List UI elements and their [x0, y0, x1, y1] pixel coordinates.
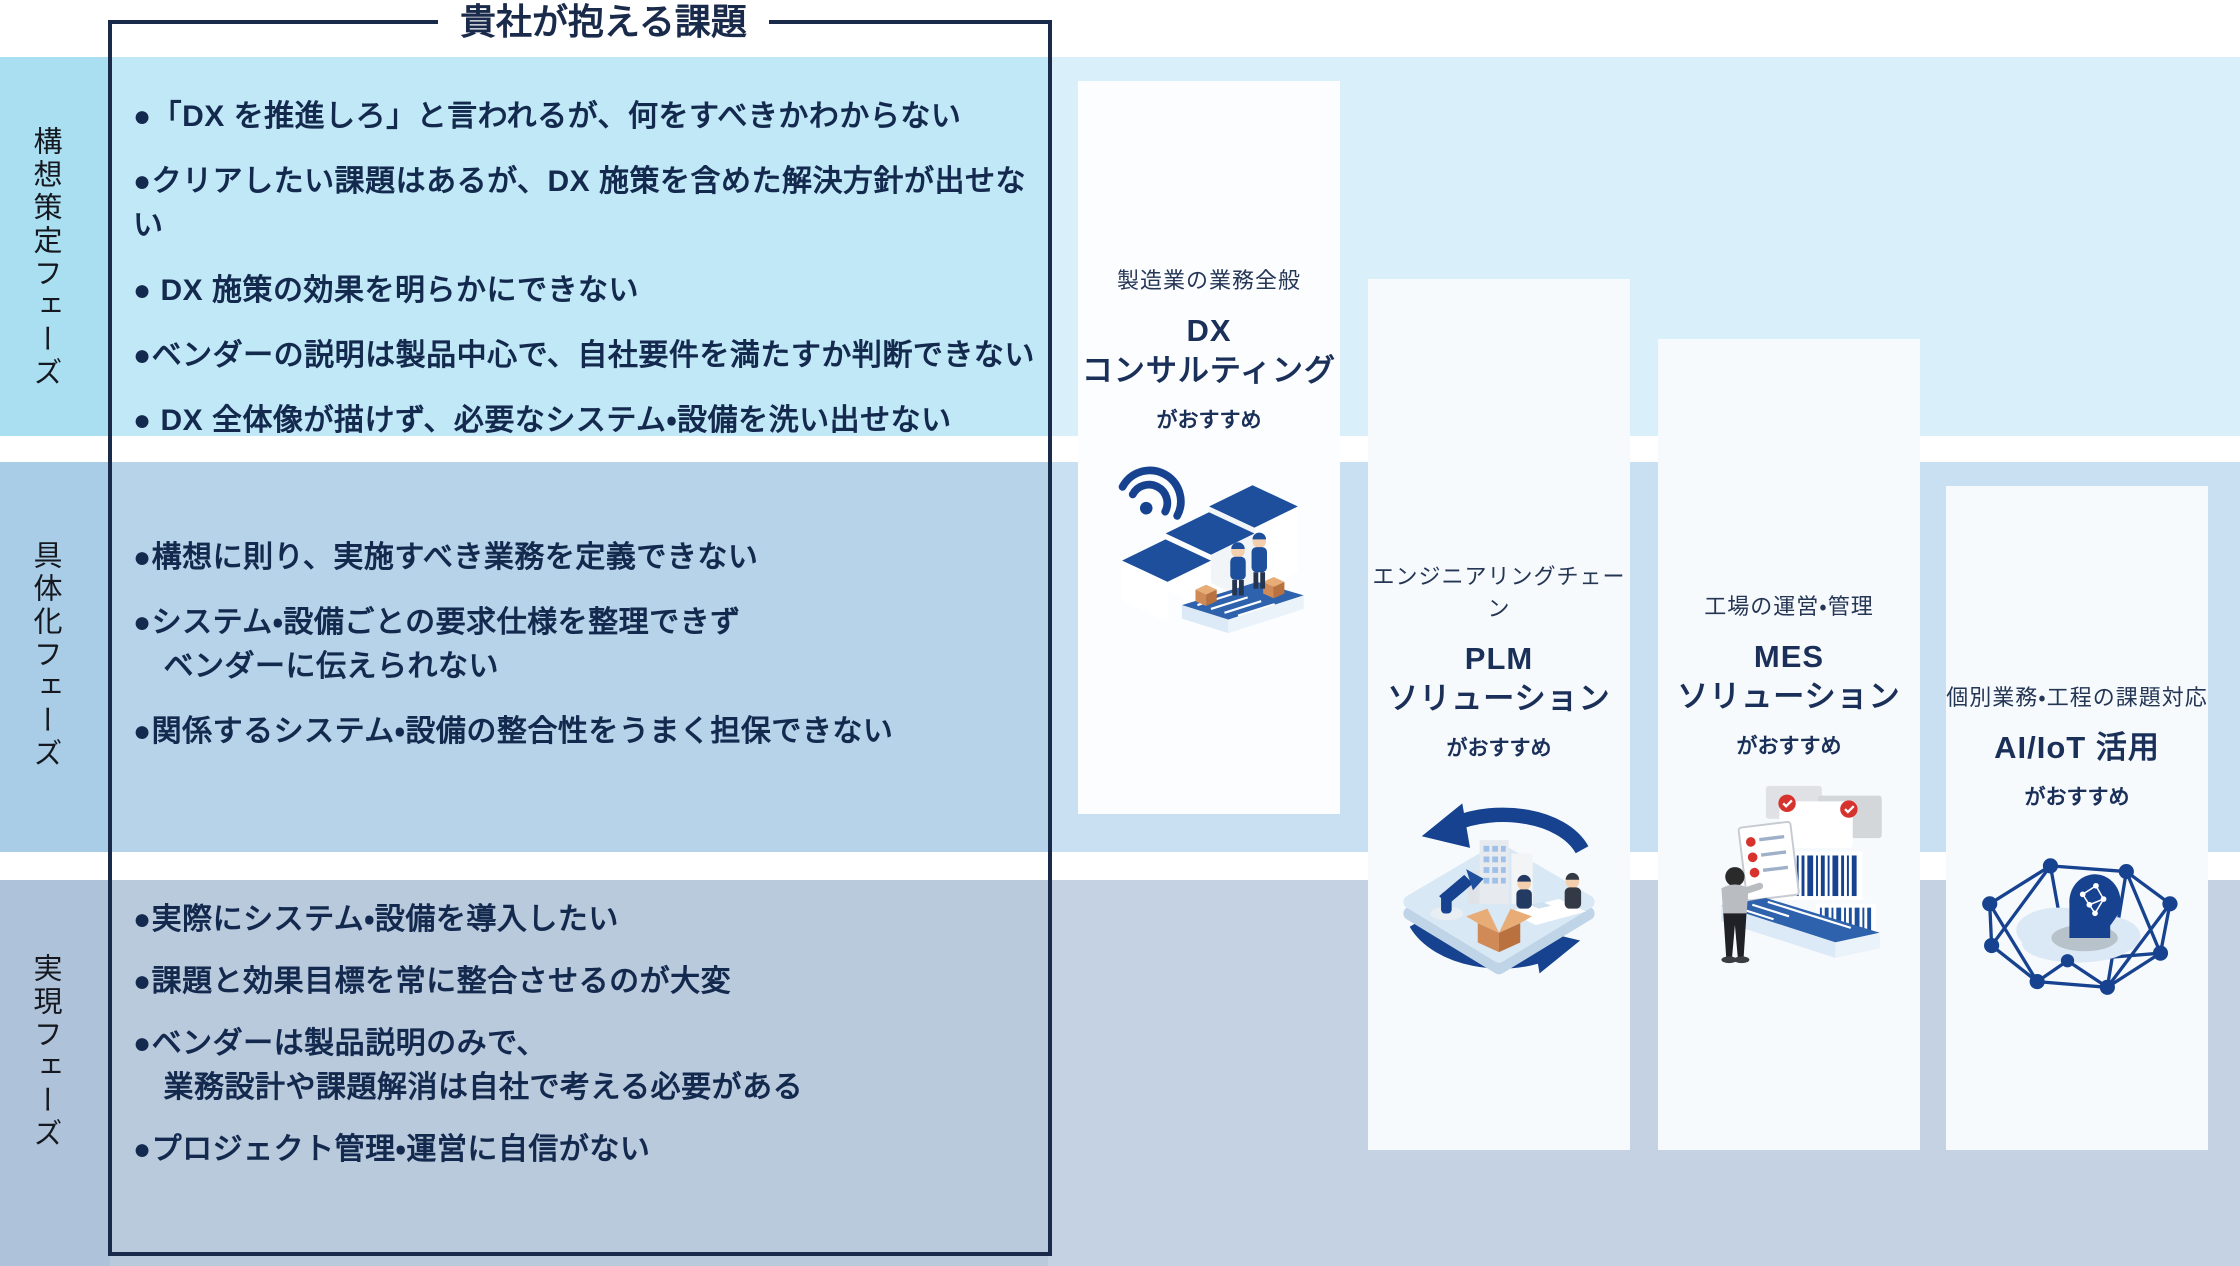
solution-suffix: がおすすめ: [2024, 786, 2130, 809]
mes-inspection-icon: [1658, 784, 1920, 987]
solution-category: エンジニアリングチェーン: [1372, 564, 1626, 621]
solution-card-ai-iot: 個別業務・工程の課題対応 AI/IoT 活用 がおすすめ: [1946, 486, 2208, 1150]
issue-item: ●ベンダーは製品説明のみで、 業務設計や課題解消は自社で考える必要がある: [133, 1027, 804, 1104]
solution-suffix: がおすすめ: [1446, 737, 1552, 760]
issue-item: ●ベンダーの説明は製品中心で、自社要件を満たすか判断できない: [133, 339, 1035, 372]
issue-item: ●クリアしたい課題はあるが、DX 施策を含めた解決方針が出せない: [133, 165, 1027, 242]
issue-item: ● DX 全体像が描けず、必要なシステム・設備を洗い出せない: [133, 404, 952, 437]
solution-suffix: がおすすめ: [1736, 735, 1842, 758]
solution-card-mes: 工場の運営・管理 MES ソリューション がおすすめ: [1658, 339, 1920, 1150]
phase1-band-label-segment: [0, 57, 110, 436]
issue-item: ●課題と効果目標を常に整合させるのが大変: [133, 965, 732, 998]
phase3-band-label-segment: [0, 880, 110, 1266]
plm-cycle-icon: [1368, 786, 1630, 989]
solution-name: DX コンサルティング: [1081, 313, 1337, 388]
phase1-band-inner-segment: [110, 57, 1048, 436]
phase3-band-inner-segment: [110, 880, 1048, 1266]
ai-iot-network-icon: [1946, 845, 2208, 1016]
issue-item: ●プロジェクト管理・運営に自信がない: [133, 1133, 651, 1166]
factory-wifi-icon: [1078, 458, 1340, 645]
issue-item: ●実際にシステム・設備を導入したい: [133, 903, 619, 936]
phase1-label: 構想策定フェーズ: [29, 126, 61, 390]
phase1-issues-list: ●「DX を推進しろ」と言われるが、何をすべきかわからない ●クリアしたい課題は…: [133, 95, 1038, 464]
page-title: 貴社が抱える課題: [438, 0, 769, 44]
phase3-label: 実現フェーズ: [29, 953, 61, 1151]
phase2-issues-list: ●構想に則り、実施すべき業務を定義できない ●システム・設備ごとの要求仕様を整理…: [133, 536, 1038, 775]
solution-name: AI/IoT 活用: [1994, 730, 2160, 765]
solution-suffix: がおすすめ: [1156, 409, 1262, 432]
solution-card-plm: エンジニアリングチェーン PLM ソリューション がおすすめ: [1368, 279, 1630, 1150]
solution-name: PLM ソリューション: [1387, 641, 1611, 716]
issue-item: ●「DX を推進しろ」と言われるが、何をすべきかわからない: [133, 100, 962, 133]
solution-name: MES ソリューション: [1677, 639, 1901, 714]
solution-category: 製造業の業務全般: [1116, 268, 1301, 293]
solution-category: 工場の運営・管理: [1704, 594, 1874, 619]
solution-category: 個別業務・工程の課題対応: [1946, 685, 2208, 710]
phase2-band-label-segment: [0, 462, 110, 852]
issue-item: ● DX 施策の効果を明らかにできない: [133, 274, 639, 307]
phase2-band-inner-segment: [110, 462, 1048, 852]
issue-item: ●構想に則り、実施すべき業務を定義できない: [133, 541, 759, 574]
solution-card-dx-consulting: 製造業の業務全般 DX コンサルティング がおすすめ: [1078, 81, 1340, 814]
issue-item: ●システム・設備ごとの要求仕様を整理できず ベンダーに伝えられない: [133, 606, 741, 683]
issue-item: ●関係するシステム・設備の整合性をうまく担保できない: [133, 715, 894, 748]
phase2-label: 具体化フェーズ: [29, 540, 61, 771]
phase3-issues-list: ●実際にシステム・設備を導入したい ●課題と効果目標を常に整合させるのが大変 ●…: [133, 898, 1038, 1190]
